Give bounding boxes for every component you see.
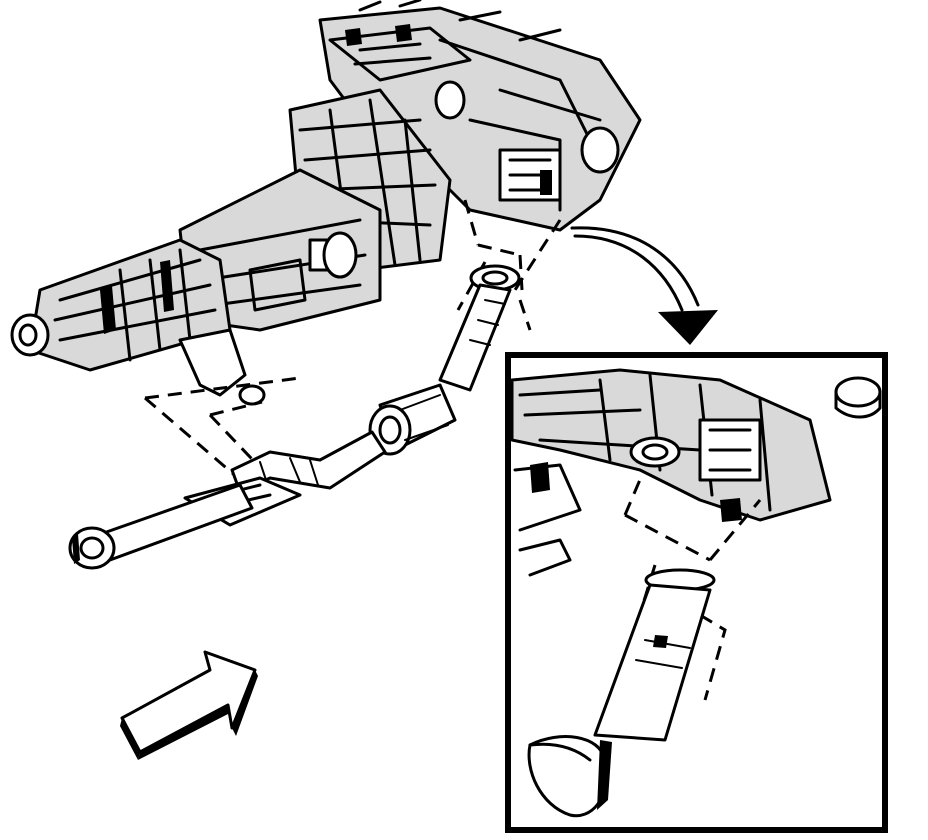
detail-callout-arrow (570, 226, 718, 345)
engine-transmission-assembly (10, 0, 642, 406)
exhaust-front-pipe (68, 264, 521, 570)
exhaust-manifold-flange (68, 526, 116, 570)
catalytic-converter (368, 383, 457, 456)
view-direction-arrow (120, 650, 258, 760)
detail-inset-view (505, 352, 888, 833)
